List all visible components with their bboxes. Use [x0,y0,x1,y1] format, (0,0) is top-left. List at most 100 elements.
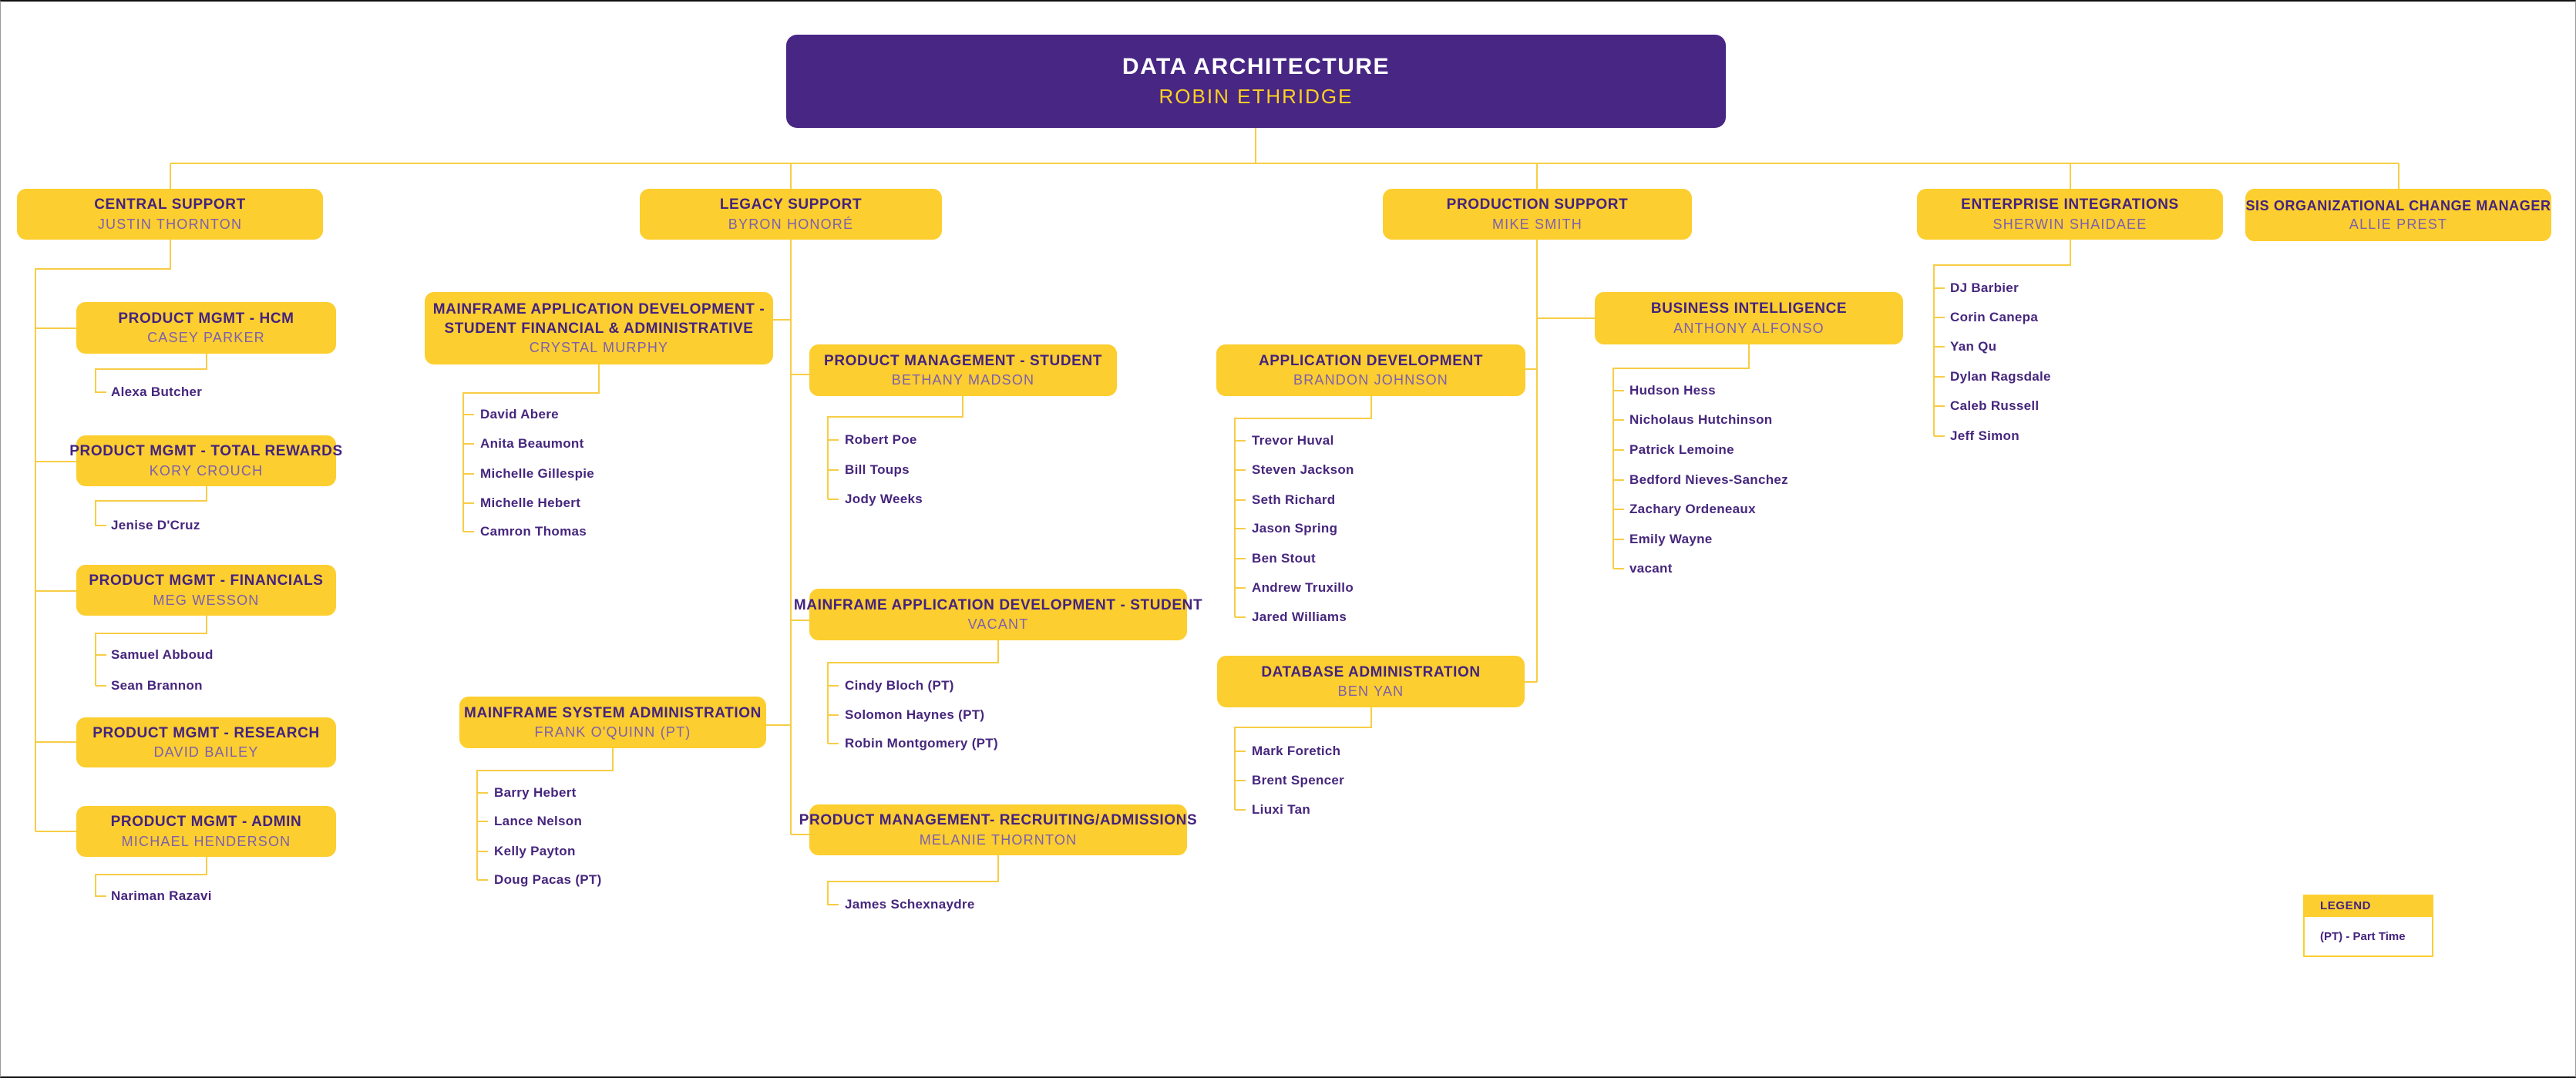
team-box-product-management-recruiting-admissions: PRODUCT MANAGEMENT- RECRUITING/ADMISSION… [799,804,1197,855]
team-title: MAINFRAME APPLICATION DEVELOPMENT - STUD… [432,301,765,337]
dept-title: PRODUCTION SUPPORT [1446,196,1629,213]
team-person: BRANDON JOHNSON [1293,372,1448,388]
team-box-product-mgmt-financials: PRODUCT MGMT - FINANCIALS MEG WESSON [76,565,336,616]
team-title: APPLICATION DEVELOPMENT [1258,352,1484,369]
member-item: Jody Weeks [845,492,923,506]
member-item: James Schexnaydre [845,897,975,912]
team-box-mainframe-app-dev-student-financial: MAINFRAME APPLICATION DEVELOPMENT - STUD… [425,292,773,364]
team-box-database-administration: DATABASE ADMINISTRATION BEN YAN [1217,656,1525,707]
member-item: Nariman Razavi [111,888,212,903]
member-item: Barry Hebert [494,785,577,800]
member-item: Andrew Truxillo [1252,580,1354,595]
member-item: Jenise D'Cruz [111,518,200,532]
dept-person: JUSTIN THORNTON [97,216,243,232]
member-item: Dylan Ragsdale [1950,369,2051,384]
team-person: MICHAEL HENDERSON [121,833,291,849]
team-person: KORY CROUCH [149,462,264,479]
dept-box-central-support: CENTRAL SUPPORT JUSTIN THORNTON [17,189,323,240]
member-item: Nicholaus Hutchinson [1629,412,1773,427]
team-box-business-intelligence: BUSINESS INTELLIGENCE ANTHONY ALFONSO [1595,292,1903,344]
team-title: PRODUCT MGMT - HCM [118,310,294,327]
member-item: Samuel Abboud [111,647,214,662]
team-person: DAVID BAILEY [153,744,259,761]
member-item: Mark Foretich [1252,744,1341,758]
member-item: David Abere [480,407,559,421]
member-item: Camron Thomas [480,524,587,539]
member-item: Liuxi Tan [1252,802,1311,817]
team-person: MEG WESSON [153,592,260,608]
dept-box-enterprise-integrations: ENTERPRISE INTEGRATIONS SHERWIN SHAIDAEE [1917,189,2223,240]
root-title: DATA ARCHITECTURE [1122,54,1391,79]
member-item: Brent Spencer [1252,773,1345,788]
team-title: PRODUCT MANAGEMENT - STUDENT [824,352,1102,369]
member-item: Emily Wayne [1629,532,1713,546]
team-person: VACANT [967,616,1029,633]
dept-person: MIKE SMITH [1491,216,1582,232]
root-person: ROBIN ETHRIDGE [1159,85,1354,108]
member-item: Jeff Simon [1950,428,2019,443]
member-item: Bedford Nieves-Sanchez [1629,472,1788,487]
member-item: Zachary Ordeneaux [1629,502,1756,516]
dept-person: ALLIE PREST [2349,217,2448,233]
member-item: Steven Jackson [1252,462,1354,477]
dept-title: LEGACY SUPPORT [719,196,863,213]
dept-person: SHERWIN SHAIDAEE [1993,216,2147,232]
team-person: ANTHONY ALFONSO [1673,320,1824,336]
member-item: Bill Toups [845,462,910,477]
team-box-product-mgmt-hcm: PRODUCT MGMT - HCM CASEY PARKER [76,302,336,354]
member-item: Ben Stout [1252,551,1316,566]
member-item: Seth Richard [1252,492,1336,507]
member-item: Yan Qu [1950,339,1997,354]
legend-title: LEGEND [2303,895,2433,917]
team-person: BEN YAN [1337,683,1404,700]
team-title: PRODUCT MANAGEMENT- RECRUITING/ADMISSION… [799,812,1198,829]
member-item: Jason Spring [1252,521,1338,536]
member-item: Caleb Russell [1950,398,2040,413]
team-box-product-management-student: PRODUCT MANAGEMENT - STUDENT BETHANY MAD… [809,344,1117,396]
team-title: PRODUCT MGMT - ADMIN [110,814,302,831]
member-item: Corin Canepa [1950,310,2039,324]
member-item: DJ Barbier [1950,280,2019,295]
dept-person: BYRON HONORÉ [728,216,854,232]
legend-entry: (PT) - Part Time [2303,917,2433,957]
team-person: BETHANY MADSON [891,372,1035,388]
member-item: Sean Brannon [111,678,203,693]
team-title: MAINFRAME APPLICATION DEVELOPMENT - STUD… [793,596,1203,613]
member-item: Anita Beaumont [480,436,584,451]
team-title: PRODUCT MGMT - RESEARCH [92,724,320,741]
member-item: Kelly Payton [494,844,576,858]
member-item: Doug Pacas (PT) [494,872,602,887]
member-item: Lance Nelson [494,814,583,828]
team-person: CASEY PARKER [147,330,265,346]
team-box-mainframe-system-administration: MAINFRAME SYSTEM ADMINISTRATION FRANK O'… [459,697,766,748]
root-node: DATA ARCHITECTURE ROBIN ETHRIDGE [786,35,1726,128]
team-title: DATABASE ADMINISTRATION [1261,663,1481,680]
team-title: PRODUCT MGMT - TOTAL REWARDS [69,443,343,460]
member-item: Jared Williams [1252,610,1347,624]
team-box-product-mgmt-research: PRODUCT MGMT - RESEARCH DAVID BAILEY [76,717,336,767]
member-item: Michelle Gillespie [480,466,595,481]
team-box-product-mgmt-total-rewards: PRODUCT MGMT - TOTAL REWARDS KORY CROUCH [69,435,342,486]
dept-title: SIS ORGANIZATIONAL CHANGE MANAGER [2245,197,2551,213]
member-item: Michelle Hebert [480,495,581,510]
dept-box-production-support: PRODUCTION SUPPORT MIKE SMITH [1383,189,1692,240]
team-person: MELANIE THORNTON [919,831,1078,848]
member-item: Robin Montgomery (PT) [845,736,998,751]
team-title: PRODUCT MGMT - FINANCIALS [89,573,324,589]
member-item: Cindy Bloch (PT) [845,678,954,693]
member-item: Robert Poe [845,432,917,447]
team-person: FRANK O'QUINN (PT) [534,724,691,740]
member-item: Patrick Lemoine [1629,442,1734,457]
dept-box-sis-org-change-manager: SIS ORGANIZATIONAL CHANGE MANAGER ALLIE … [2245,189,2551,241]
team-box-application-development: APPLICATION DEVELOPMENT BRANDON JOHNSON [1216,344,1525,396]
team-title: BUSINESS INTELLIGENCE [1650,301,1848,317]
dept-title: CENTRAL SUPPORT [94,196,246,213]
team-title: MAINFRAME SYSTEM ADMINISTRATION [464,704,762,721]
member-item: Trevor Huval [1252,433,1334,448]
team-box-product-mgmt-admin: PRODUCT MGMT - ADMIN MICHAEL HENDERSON [76,806,336,857]
dept-title: ENTERPRISE INTEGRATIONS [1961,196,2179,213]
dept-box-legacy-support: LEGACY SUPPORT BYRON HONORÉ [640,189,942,240]
member-item: Solomon Haynes (PT) [845,707,985,722]
